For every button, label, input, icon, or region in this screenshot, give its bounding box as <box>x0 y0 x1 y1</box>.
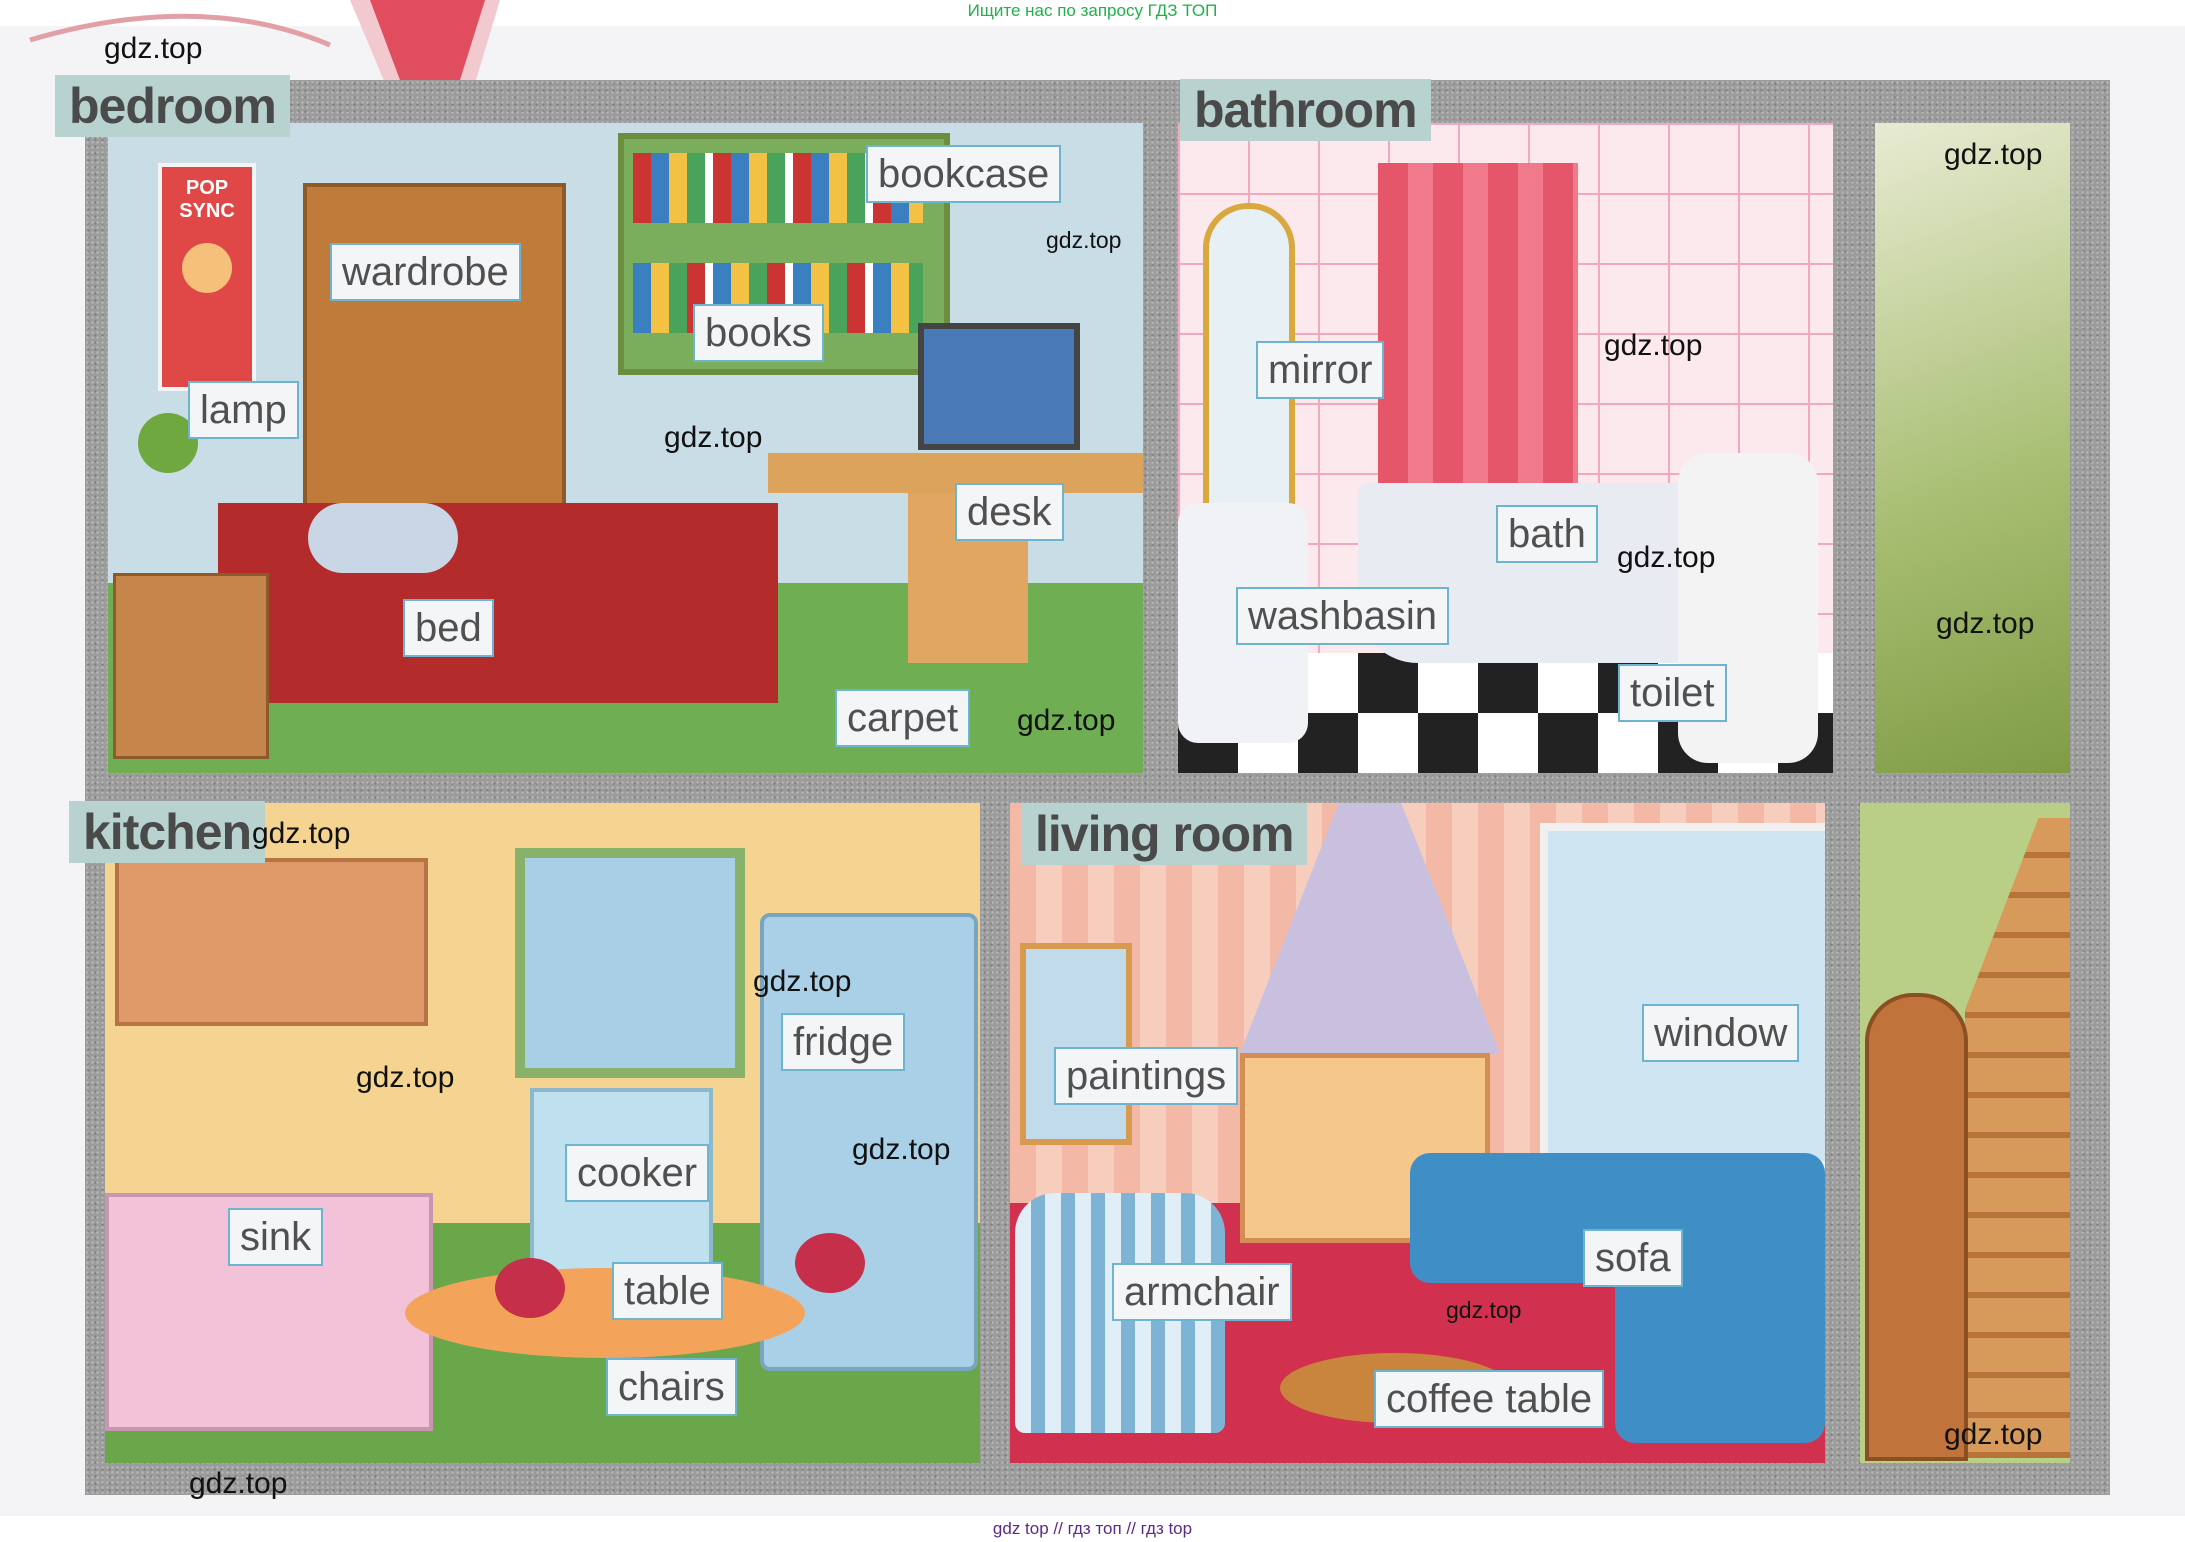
staircase <box>1965 818 2070 1458</box>
watermark: gdz.top <box>1446 1297 1522 1323</box>
label-fridge: fridge <box>781 1013 906 1071</box>
door <box>1865 993 1968 1461</box>
label-washbasin: washbasin <box>1236 587 1450 645</box>
watermark: gdz.top <box>356 1061 455 1094</box>
top-banner-text: Ищите нас по запросу ГДЗ ТОП <box>967 1 1218 20</box>
living-room-scene <box>1010 803 1825 1463</box>
pillow <box>308 503 458 573</box>
poster-text: POP SYNC <box>179 177 235 222</box>
label-window: window <box>1642 1004 1800 1062</box>
bed-blanket <box>218 503 778 703</box>
watermark: gdz.top <box>1604 329 1703 362</box>
label-toilet: toilet <box>1618 664 1727 722</box>
label-chairs: chairs <box>606 1358 737 1416</box>
kitchen-scene <box>105 803 980 1463</box>
label-table: table <box>612 1262 723 1320</box>
label-books: books <box>693 304 824 362</box>
hallway-wall <box>1875 123 2070 773</box>
watermark: gdz.top <box>852 1133 951 1166</box>
living-room-title: living room <box>1021 803 1308 865</box>
label-sink: sink <box>228 1208 324 1266</box>
watermark: gdz.top <box>1017 704 1116 737</box>
bathroom-scene <box>1178 123 1833 773</box>
poster: POP SYNC <box>158 163 256 391</box>
kitchen-title: kitchen <box>69 801 266 863</box>
watermark: gdz.top <box>1046 227 1122 253</box>
watermark: gdz.top <box>753 965 852 998</box>
corner-decoration <box>29 0 500 107</box>
wall-cupboard <box>115 858 428 1026</box>
label-cooker: cooker <box>565 1144 710 1202</box>
painting-frame <box>1020 943 1132 1145</box>
chair-2 <box>795 1233 865 1293</box>
label-desk: desk <box>955 483 1064 541</box>
label-sofa: sofa <box>1583 1229 1683 1287</box>
watermark: gdz.top <box>1617 541 1716 574</box>
label-wardrobe: wardrobe <box>330 243 521 301</box>
bottom-banner-text: gdz top // гдз топ // гдз top <box>992 1519 1193 1538</box>
stairs-scene <box>1860 803 2070 1463</box>
label-armchair: armchair <box>1112 1263 1292 1321</box>
watermark: gdz.top <box>1944 1418 2043 1451</box>
watermark: gdz.top <box>189 1467 288 1500</box>
computer-monitor <box>918 323 1080 450</box>
label-bed: bed <box>403 599 494 657</box>
watermark: gdz.top <box>1944 138 2043 171</box>
bedroom-title: bedroom <box>55 75 290 137</box>
label-bath: bath <box>1496 505 1598 563</box>
chair-1 <box>495 1258 565 1318</box>
fridge-shape <box>760 913 978 1371</box>
kitchen-window <box>515 848 745 1078</box>
table-shape <box>405 1268 805 1358</box>
watermark: gdz.top <box>252 817 351 850</box>
bottom-banner: gdz top // гдз топ // гдз top <box>0 1516 2185 1542</box>
label-mirror: mirror <box>1256 341 1385 399</box>
bathroom-title: bathroom <box>1180 79 1431 141</box>
label-bookcase: bookcase <box>866 145 1062 203</box>
label-carpet: carpet <box>835 689 971 747</box>
watermark: gdz.top <box>664 421 763 454</box>
watermark: gdz.top <box>1936 607 2035 640</box>
label-paintings: paintings <box>1054 1047 1239 1105</box>
label-lamp: lamp <box>188 381 299 439</box>
bedroom-scene: POP SYNC <box>108 123 1143 773</box>
bedside-table <box>113 573 269 759</box>
watermark: gdz.top <box>104 32 203 65</box>
label-coffee-table: coffee table <box>1374 1370 1605 1428</box>
window-shape <box>1540 823 1825 1169</box>
